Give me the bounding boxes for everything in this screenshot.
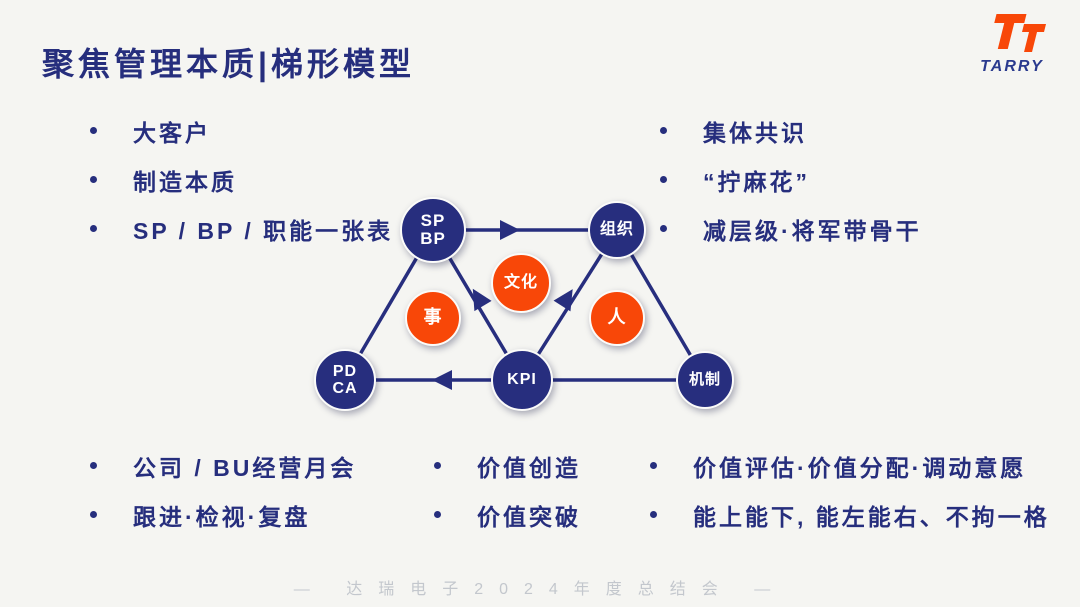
list-item: SP / BP / 职能一张表 bbox=[90, 215, 393, 244]
bullet-text: 公司 / BU经营月会 bbox=[133, 454, 357, 481]
node-label: CA bbox=[332, 380, 358, 397]
bullet-dot bbox=[90, 225, 97, 232]
top-right-list: 集体共识 “拧麻花” 减层级·将军带骨干 bbox=[660, 117, 922, 264]
bullet-dot bbox=[650, 511, 657, 518]
node-sp-bp: SP BP bbox=[400, 197, 466, 263]
tarry-logo-icon bbox=[994, 14, 1047, 52]
bullet-text: 能上能下, 能左能右、不拘一格 bbox=[693, 503, 1050, 530]
list-item: 跟进·检视·复盘 bbox=[90, 501, 356, 530]
list-item: 制造本质 bbox=[90, 166, 393, 195]
bottom-center-list: 价值创造 价值突破 bbox=[434, 452, 581, 550]
arrow-up-left-icon bbox=[472, 288, 492, 312]
bullet-dot bbox=[660, 225, 667, 232]
node-pdca: PD CA bbox=[314, 349, 376, 411]
node-label: 事 bbox=[423, 307, 443, 328]
arrow-left-icon bbox=[432, 370, 452, 390]
list-item: 价值创造 bbox=[434, 452, 581, 481]
node-label: KPI bbox=[507, 371, 537, 389]
node-matter: 事 bbox=[405, 290, 461, 346]
arrow-right-icon bbox=[500, 220, 520, 240]
bullet-text: 价值评估·价值分配·调动意愿 bbox=[693, 454, 1027, 481]
bullet-dot bbox=[90, 127, 97, 134]
bullet-dot bbox=[90, 462, 97, 469]
node-organization: 组织 bbox=[588, 201, 646, 259]
list-item: 减层级·将军带骨干 bbox=[660, 215, 922, 244]
bullet-text: 价值突破 bbox=[477, 503, 581, 530]
tarry-logo: TARRY bbox=[966, 12, 1058, 76]
bullet-text: SP / BP / 职能一张表 bbox=[133, 217, 394, 244]
bullet-text: 跟进·检视·复盘 bbox=[133, 503, 311, 530]
top-left-list: 大客户 制造本质 SP / BP / 职能一张表 bbox=[90, 117, 393, 264]
tarry-logo-text: TARRY bbox=[980, 58, 1044, 75]
list-item: 公司 / BU经营月会 bbox=[90, 452, 356, 481]
bullet-dot bbox=[90, 176, 97, 183]
node-culture: 文化 bbox=[491, 253, 551, 313]
node-label: SP bbox=[420, 210, 446, 230]
node-label: 组织 bbox=[599, 221, 634, 239]
bullet-text: “拧麻花” bbox=[703, 168, 810, 195]
node-mechanism: 机制 bbox=[676, 351, 734, 409]
node-label: PD bbox=[332, 362, 358, 380]
node-label: 人 bbox=[607, 307, 627, 328]
list-item: 价值突破 bbox=[434, 501, 581, 530]
bottom-left-list: 公司 / BU经营月会 跟进·检视·复盘 bbox=[90, 452, 356, 550]
bullet-text: 制造本质 bbox=[133, 168, 237, 195]
node-label: 机制 bbox=[688, 370, 721, 388]
node-kpi: KPI bbox=[491, 349, 553, 411]
bullet-dot bbox=[434, 511, 441, 518]
bottom-right-list: 价值评估·价值分配·调动意愿 能上能下, 能左能右、不拘一格 bbox=[650, 452, 1050, 550]
page-title: 聚焦管理本质|梯形模型 bbox=[42, 46, 415, 83]
node-people: 人 bbox=[589, 290, 645, 346]
list-item: 价值评估·价值分配·调动意愿 bbox=[650, 452, 1050, 481]
bullet-text: 集体共识 bbox=[703, 119, 807, 146]
arrow-up-right-icon bbox=[553, 289, 573, 312]
footer-caption: — 达瑞电子2024年度总结会 — bbox=[293, 581, 787, 598]
node-label: BP bbox=[420, 229, 446, 248]
bullet-dot bbox=[660, 127, 667, 134]
bullet-text: 减层级·将军带骨干 bbox=[703, 217, 922, 244]
list-item: 大客户 bbox=[90, 117, 393, 146]
bullet-text: 大客户 bbox=[133, 119, 211, 146]
bullet-dot bbox=[660, 176, 667, 183]
bullet-text: 价值创造 bbox=[477, 454, 581, 481]
bullet-dot bbox=[650, 462, 657, 469]
list-item: 集体共识 bbox=[660, 117, 922, 146]
bullet-dot bbox=[90, 511, 97, 518]
list-item: 能上能下, 能左能右、不拘一格 bbox=[650, 501, 1050, 530]
list-item: “拧麻花” bbox=[660, 166, 922, 195]
node-label: 文化 bbox=[503, 274, 538, 292]
bullet-dot bbox=[434, 462, 441, 469]
